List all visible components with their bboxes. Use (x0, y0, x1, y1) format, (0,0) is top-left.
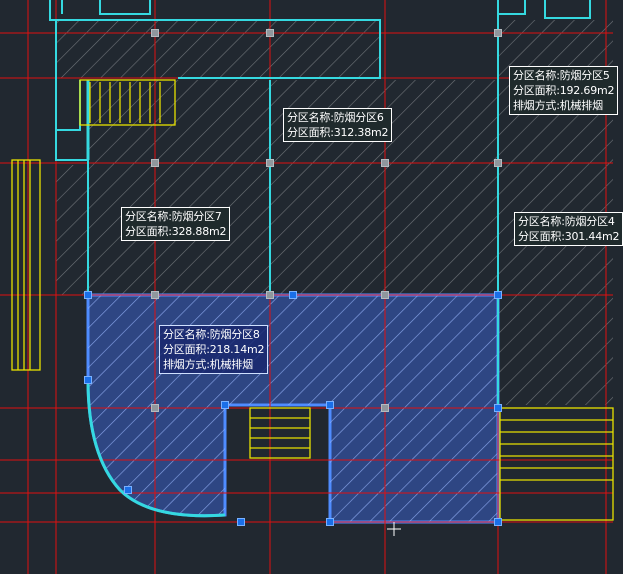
zone-5-label[interactable]: 分区名称:防烟分区5 分区面积:192.69m2 排烟方式:机械排烟 (509, 66, 619, 115)
zone-7-area: 分区面积:328.88m2 (125, 225, 227, 238)
grip-square-icon (494, 29, 502, 37)
zone-7-label[interactable]: 分区名称:防烟分区7 分区面积:328.88m2 (121, 207, 231, 241)
grip-square-icon (151, 29, 159, 37)
zone-5-area: 分区面积:192.69m2 (513, 84, 615, 97)
grip-square-icon[interactable] (494, 518, 502, 526)
zone-6-name: 分区名称:防烟分区6 (287, 111, 384, 124)
grip-square-icon (151, 291, 159, 299)
zone-8-method: 排烟方式:机械排烟 (163, 358, 253, 371)
walls (49, 0, 591, 405)
zone-8-name: 分区名称:防烟分区8 (163, 328, 260, 341)
stair-far-left (11, 159, 41, 371)
grip-square-icon[interactable] (84, 376, 92, 384)
crosshair-cursor-icon (387, 522, 401, 536)
grip-square-icon[interactable] (494, 404, 502, 412)
grip-square-icon[interactable] (221, 401, 229, 409)
zone-6-area: 分区面积:312.38m2 (287, 126, 389, 139)
zone-4-label[interactable]: 分区名称:防烟分区4 分区面积:301.44m2 (514, 212, 623, 246)
grip-square-icon (381, 404, 389, 412)
grip-square-icon[interactable] (237, 518, 245, 526)
zone-4-area: 分区面积:301.44m2 (518, 230, 620, 243)
zone-7-name: 分区名称:防烟分区7 (125, 210, 222, 223)
grip-square-icon[interactable] (289, 291, 297, 299)
grip-square-icon (381, 291, 389, 299)
stair-left (79, 79, 176, 126)
grip-square-icon[interactable] (326, 401, 334, 409)
grip-square-icon (266, 29, 274, 37)
grip-square-icon (151, 404, 159, 412)
grip-square-icon[interactable] (124, 486, 132, 494)
zone-4-name: 分区名称:防烟分区4 (518, 215, 615, 228)
grip-square-icon (494, 159, 502, 167)
grip-square-icon[interactable] (494, 291, 502, 299)
grip-square-icon (151, 159, 159, 167)
grip-square-icon[interactable] (326, 518, 334, 526)
zone-8-label[interactable]: 分区名称:防烟分区8 分区面积:218.14m2 排烟方式:机械排烟 (159, 325, 269, 374)
zone-5-method: 排烟方式:机械排烟 (513, 99, 603, 112)
zone-5-name: 分区名称:防烟分区5 (513, 69, 610, 82)
stair-center (249, 407, 311, 459)
grip-square-icon (266, 291, 274, 299)
grip-square-icon[interactable] (84, 291, 92, 299)
grip-square-icon (266, 159, 274, 167)
grip-square-icon (381, 159, 389, 167)
zone-6-label[interactable]: 分区名称:防烟分区6 分区面积:312.38m2 (283, 108, 393, 142)
zone-8-area: 分区面积:218.14m2 (163, 343, 265, 356)
stair-right (499, 407, 614, 521)
curved-wall (86, 379, 226, 518)
